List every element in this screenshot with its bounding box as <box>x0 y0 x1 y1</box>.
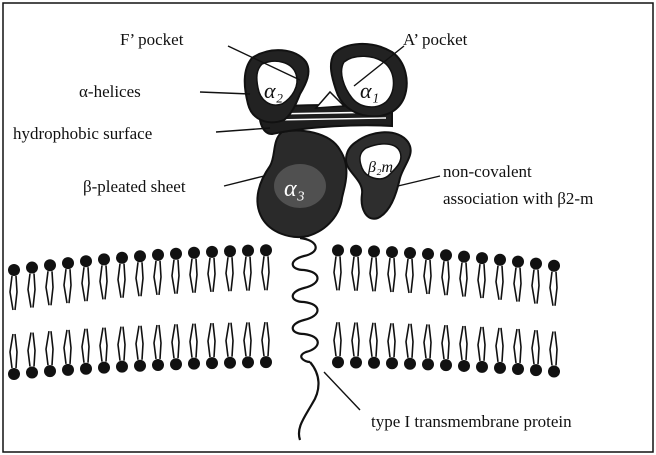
lipid-molecule <box>80 329 92 375</box>
lipid-molecule <box>152 249 164 295</box>
lipid-molecule <box>530 330 542 376</box>
lipid-molecule <box>422 248 434 294</box>
lipid-molecule <box>152 325 164 371</box>
lipid-molecule <box>386 323 398 369</box>
lipid-molecule <box>62 257 74 303</box>
lipid-molecule <box>26 262 38 308</box>
lipid-molecule <box>80 255 92 301</box>
lipid-molecule <box>368 323 380 369</box>
beta-sheet-label: β-pleated sheet <box>83 177 186 196</box>
alpha1-label: α₁ <box>360 78 379 103</box>
lipid-molecule <box>170 324 182 370</box>
lipid-molecule <box>512 256 524 302</box>
lipid-molecule <box>242 322 254 368</box>
lipid-molecule <box>494 254 506 300</box>
lipid-molecule <box>260 322 272 368</box>
lipid-molecule <box>224 245 236 291</box>
lipid-molecule <box>224 323 236 369</box>
lipid-molecule <box>332 244 344 290</box>
f-pocket-label: F’ pocket <box>120 30 184 49</box>
lipid-molecule <box>26 333 38 379</box>
lipid-molecule <box>116 252 128 298</box>
lipid-molecule <box>98 253 110 299</box>
lipid-molecule <box>530 258 542 304</box>
lipid-molecule <box>350 322 362 368</box>
frame-border <box>3 3 653 452</box>
lipid-molecule <box>98 328 110 374</box>
lipid-molecule <box>8 334 20 380</box>
lipid-molecule <box>134 326 146 372</box>
lipid-molecule <box>44 259 56 305</box>
lipid-molecule <box>476 252 488 298</box>
lipid-molecule <box>170 248 182 294</box>
lipid-molecule <box>548 331 560 377</box>
lipid-molecule <box>134 250 146 296</box>
lipid-molecule <box>188 247 200 293</box>
lipid-molecule <box>494 328 506 374</box>
a-pocket-label: A’ pocket <box>403 30 468 49</box>
lipid-molecule <box>8 264 20 310</box>
alpha3-label: α₃ <box>284 176 305 202</box>
lipid-molecule <box>548 260 560 306</box>
lipid-molecule <box>242 245 254 291</box>
lipid-molecule <box>332 322 344 368</box>
lipid-bilayer <box>8 244 560 380</box>
lipid-molecule <box>206 246 218 292</box>
lipid-molecule <box>44 331 56 377</box>
lipid-molecule <box>476 327 488 373</box>
transmembrane-helix <box>293 238 319 440</box>
lipid-molecule <box>404 247 416 293</box>
lipid-molecule <box>440 249 452 295</box>
lipid-molecule <box>368 245 380 291</box>
lipid-molecule <box>386 246 398 292</box>
lipid-molecule <box>458 326 470 372</box>
noncovalent-label-line1: non-covalent <box>443 162 532 181</box>
lipid-molecule <box>422 324 434 370</box>
lipid-molecule <box>260 244 272 290</box>
lipid-molecule <box>62 330 74 376</box>
alpha2-label: α₂ <box>264 78 284 103</box>
lipid-molecule <box>440 325 452 371</box>
lipid-molecule <box>404 324 416 370</box>
beta2m-label: β₂m <box>367 159 393 176</box>
alpha-helices-label: α-helices <box>79 82 141 101</box>
transmembrane-label: type I transmembrane protein <box>371 412 572 431</box>
hydrophobic-surface-label: hydrophobic surface <box>13 124 152 143</box>
lipid-molecule <box>188 324 200 370</box>
lipid-molecule <box>206 323 218 369</box>
lipid-molecule <box>458 251 470 297</box>
lipid-molecule <box>350 245 362 291</box>
lipid-molecule <box>512 329 524 375</box>
lipid-molecule <box>116 327 128 373</box>
noncovalent-label-line2: association with β2-m <box>443 189 593 208</box>
